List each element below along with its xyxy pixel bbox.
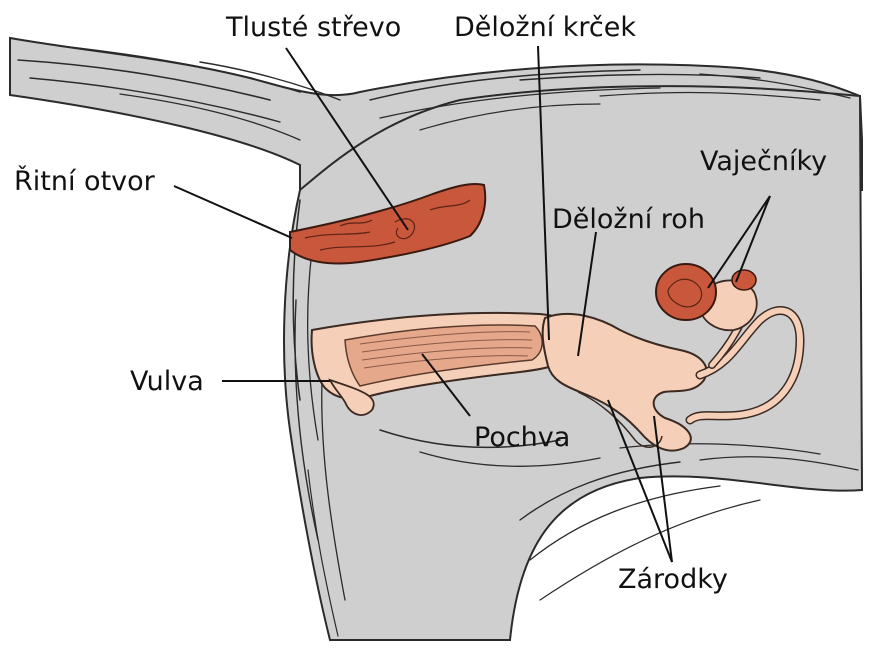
label-uterine-horn: Děložní roh <box>552 206 705 233</box>
label-embryos: Zárodky <box>618 566 728 593</box>
label-colon: Tlusté střevo <box>226 14 401 41</box>
label-ovaries: Vaječníky <box>700 148 827 175</box>
leader-anus <box>174 186 292 238</box>
label-anus: Řitní otvor <box>14 168 155 195</box>
ovary-right-shape <box>732 270 756 290</box>
label-vulva: Vulva <box>130 368 204 395</box>
label-cervix: Děložní krček <box>454 14 636 41</box>
ovary-left-shape <box>656 264 716 320</box>
label-vagina: Pochva <box>474 424 570 451</box>
